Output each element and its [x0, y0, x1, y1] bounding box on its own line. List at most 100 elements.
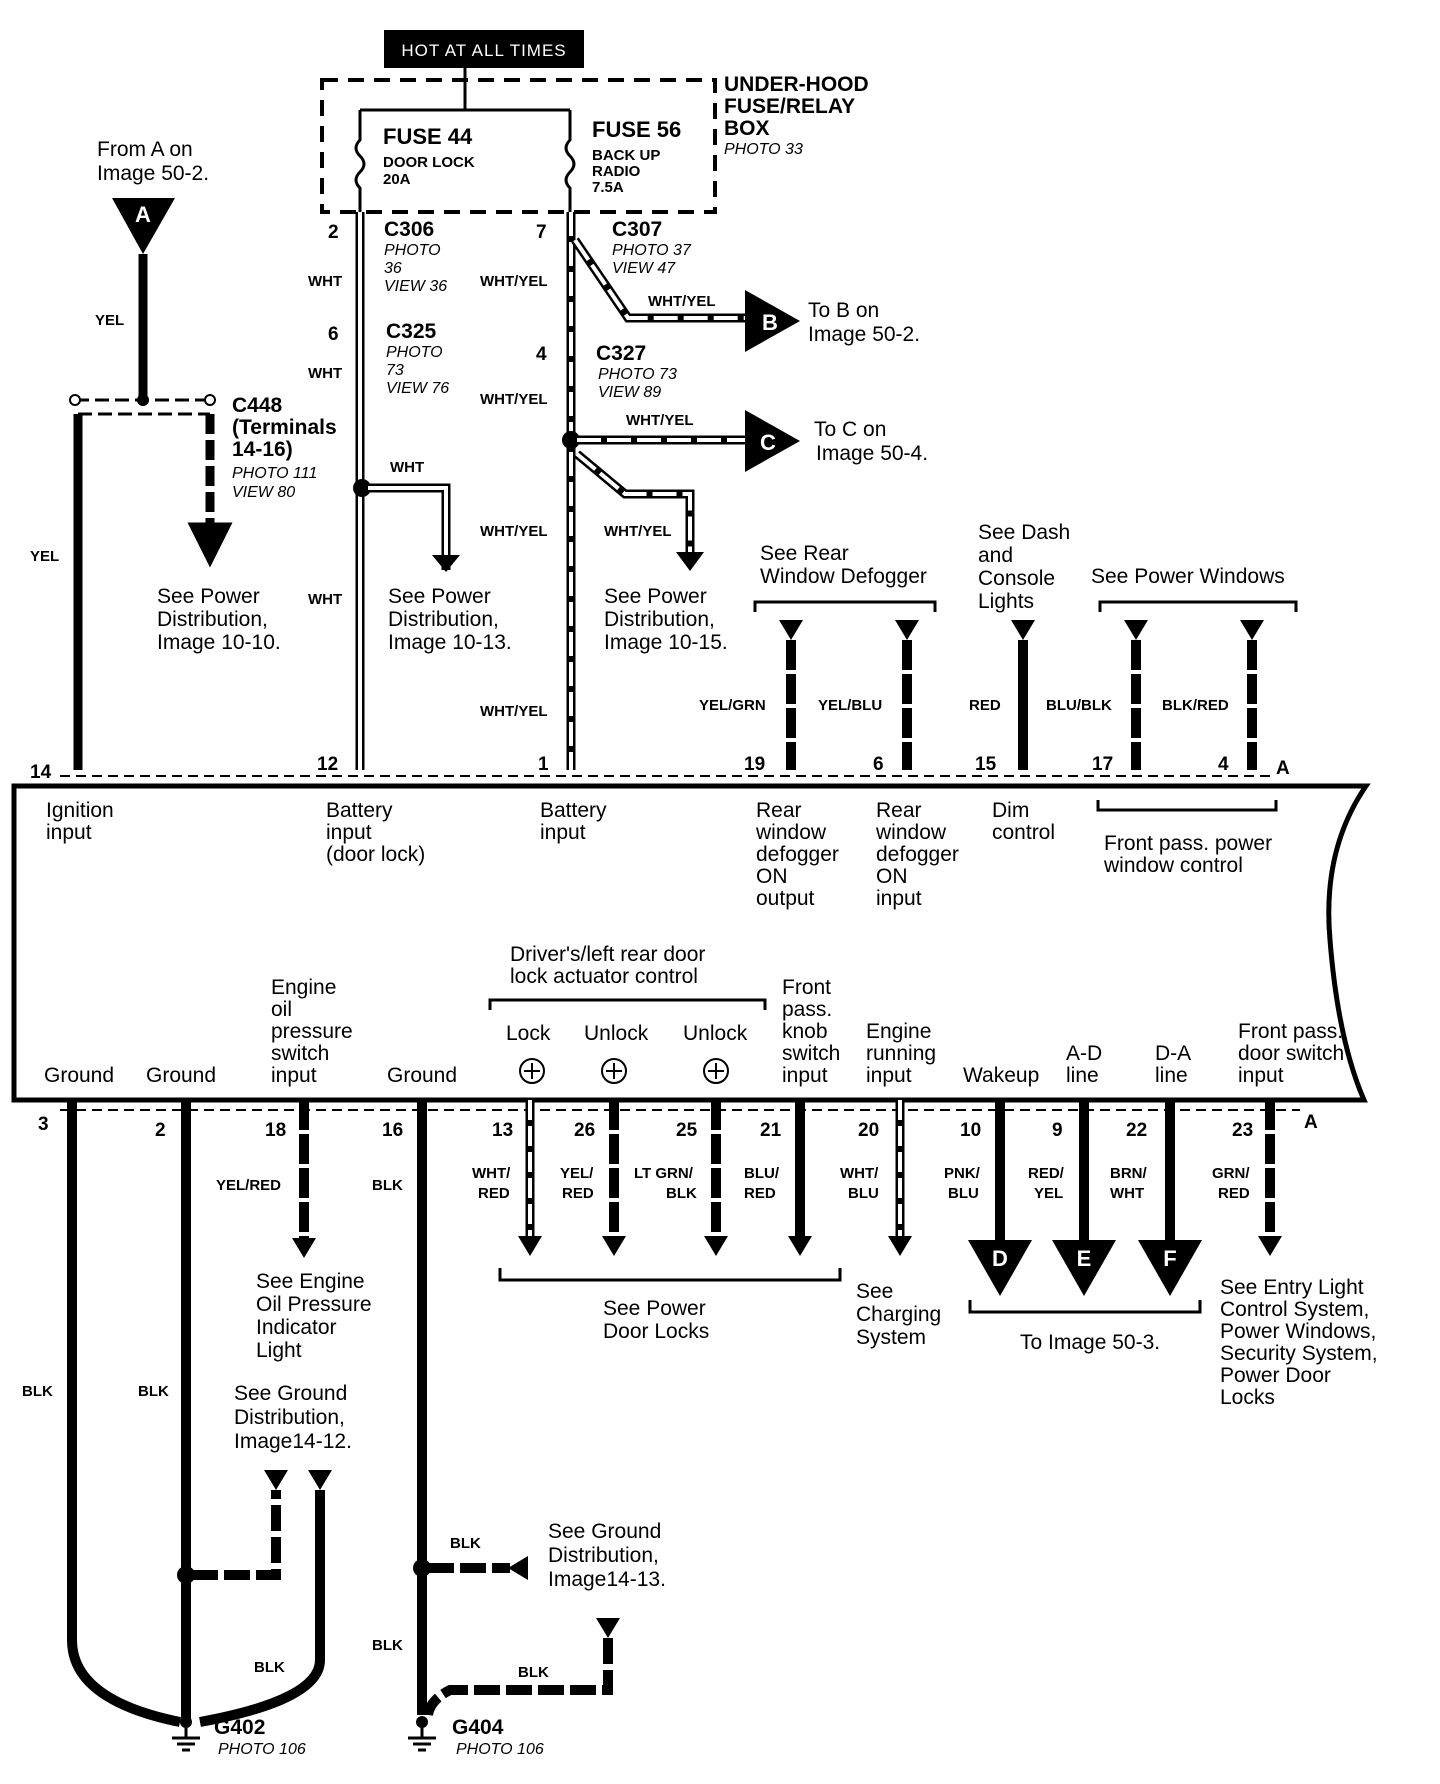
- wire-label-yelblu: YEL/BLU: [818, 697, 882, 714]
- fuse-56-desc-2: RADIO: [592, 163, 641, 180]
- wire-label-yel-1: YEL: [95, 312, 124, 329]
- label-knob-1: Front: [782, 976, 831, 999]
- label-fpds-1: Front pass.: [1238, 1020, 1343, 1043]
- label-battdoor-2: input: [326, 821, 372, 844]
- bottom-pin-18: 18: [265, 1120, 286, 1141]
- ref-entry-1: See Entry Light: [1220, 1276, 1364, 1299]
- ref-gd-1413-1: See Ground: [548, 1520, 661, 1543]
- wire-label-whtblu-2: BLU: [848, 1185, 879, 1202]
- ground-dist-triangle-3: [508, 1556, 528, 1580]
- label-rwdin-3: defogger: [876, 843, 959, 866]
- connector-b-triangle: [745, 290, 800, 352]
- wire-label-blk-6: BLK: [518, 1664, 549, 1681]
- label-da-1: D-A: [1155, 1042, 1191, 1065]
- ref-gd-1412-3: Image14-12.: [234, 1430, 352, 1453]
- ref-engoil-4: Light: [256, 1339, 302, 1362]
- wire-label-wht-4: WHT: [308, 591, 342, 608]
- g404-photo: PHOTO 106: [456, 1741, 544, 1758]
- wire-label-whtred-1: WHT/: [472, 1165, 511, 1182]
- ref-to-c-2: Image 50-4.: [816, 442, 928, 465]
- wire-label-whtblu-1: WHT/: [840, 1165, 879, 1182]
- bottom-pin-10: 10: [960, 1120, 981, 1141]
- label-ad-2: line: [1066, 1064, 1099, 1087]
- c306-name: C306: [384, 218, 434, 241]
- label-fpw-1: Front pass. power: [1104, 832, 1272, 855]
- control-unit-box: [11, 783, 1371, 1103]
- c307-name: C307: [612, 218, 662, 241]
- wire-label-wht-2: WHT: [308, 365, 342, 382]
- wire-label-brnwht-2: WHT: [1110, 1185, 1144, 1202]
- fuse-44-symbol: [354, 110, 366, 212]
- connector-c-triangle: [745, 410, 800, 472]
- c327-pin-4: 4: [536, 344, 547, 365]
- label-knob-4: switch: [782, 1042, 840, 1065]
- wire-label-grnred-1: GRN/: [1212, 1165, 1250, 1182]
- c325-name: C325: [386, 320, 437, 343]
- g402-name: G402: [214, 1716, 265, 1739]
- ref-dash-2: and: [978, 544, 1013, 567]
- wire-label-yelred: YEL/RED: [216, 1177, 281, 1194]
- ref-engoil-2: Oil Pressure: [256, 1293, 372, 1316]
- fuse-relay-box: [320, 78, 717, 214]
- top-wire-17: [1124, 620, 1148, 770]
- wire-label-ltgrnblk-2: BLK: [666, 1185, 697, 1202]
- hot-at-all-times-box: [384, 30, 584, 68]
- label-rwdin-5: input: [876, 887, 922, 910]
- wire-label-yelred2-1: YEL/: [560, 1165, 594, 1182]
- bottom-pin-13: 13: [492, 1120, 513, 1141]
- label-ground-1: Ground: [44, 1064, 114, 1087]
- ref-dash-3: Console: [978, 567, 1055, 590]
- g402-photo: PHOTO 106: [218, 1741, 306, 1758]
- label-engoil-3: pressure: [271, 1020, 353, 1043]
- top-conn-letter: A: [1276, 758, 1290, 779]
- c327-photo-1: PHOTO 73: [598, 366, 677, 383]
- fuse-56-name: FUSE 56: [592, 117, 681, 142]
- wire-label-redyel-1: RED/: [1028, 1165, 1065, 1182]
- c327-name: C327: [596, 342, 646, 365]
- ref-gd-1413-3: Image14-13.: [548, 1568, 666, 1591]
- label-ad-1: A-D: [1066, 1042, 1102, 1065]
- label-batt-1: Battery: [540, 799, 607, 822]
- connector-a-triangle: [112, 198, 175, 254]
- c307-photo-2: VIEW 47: [612, 260, 676, 277]
- ref-gd-1412-1: See Ground: [234, 1382, 347, 1405]
- label-knob-2: pass.: [782, 998, 832, 1021]
- bottom-wire-21: [788, 1100, 812, 1256]
- ground-symbol-g402: [172, 1722, 200, 1752]
- label-battdoor-1: Battery: [326, 799, 393, 822]
- c448-photo-1: PHOTO 111: [232, 465, 317, 482]
- bottom-pin-23: 23: [1232, 1120, 1253, 1141]
- ref-pd-1010-3: Image 10-10.: [157, 631, 281, 654]
- ref-gd-1413-2: Distribution,: [548, 1544, 659, 1567]
- label-dim-1: Dim: [992, 799, 1029, 822]
- wire-label-blk-1: BLK: [22, 1383, 53, 1400]
- c448-name-3: 14-16): [232, 438, 293, 461]
- c306-photo-1: PHOTO: [384, 242, 441, 259]
- bottom-pin-9: 9: [1052, 1120, 1063, 1141]
- ref-to-b-1: To B on: [808, 299, 879, 322]
- label-knob-5: input: [782, 1064, 828, 1087]
- wire-label-blured-1: BLU/: [744, 1165, 780, 1182]
- from-a-ref-1: From A on: [97, 138, 193, 161]
- ref-img-503: To Image 50-3.: [1020, 1331, 1160, 1354]
- wire-label-blk-5: BLK: [450, 1535, 481, 1552]
- fuse-44-desc-1: DOOR LOCK: [383, 154, 475, 171]
- label-rwdin-1: Rear: [876, 799, 922, 822]
- c448-name-2: (Terminals: [232, 416, 337, 439]
- bottom-wire-23: [1258, 1100, 1282, 1256]
- wire-label-whtyel-5: WHT/YEL: [480, 523, 548, 540]
- label-engrun-1: Engine: [866, 1020, 931, 1043]
- label-ground-3: Ground: [387, 1064, 457, 1087]
- ref-pd-1013-2: Distribution,: [388, 608, 499, 631]
- c448-photo-2: VIEW 80: [232, 484, 295, 501]
- label-battdoor-3: (door lock): [326, 843, 425, 866]
- ref-pd-1015-2: Distribution,: [604, 608, 715, 631]
- label-ground-2: Ground: [146, 1064, 216, 1087]
- top-wire-4: [1240, 620, 1264, 770]
- label-rwdin-4: ON: [876, 865, 908, 888]
- wire-label-blk-2: BLK: [138, 1383, 169, 1400]
- top-pin-1: 1: [538, 754, 549, 775]
- fuse-56-desc-1: BACK UP: [592, 147, 660, 164]
- bottom-pin-20: 20: [858, 1120, 879, 1141]
- c306-photo-3: VIEW 36: [384, 278, 447, 295]
